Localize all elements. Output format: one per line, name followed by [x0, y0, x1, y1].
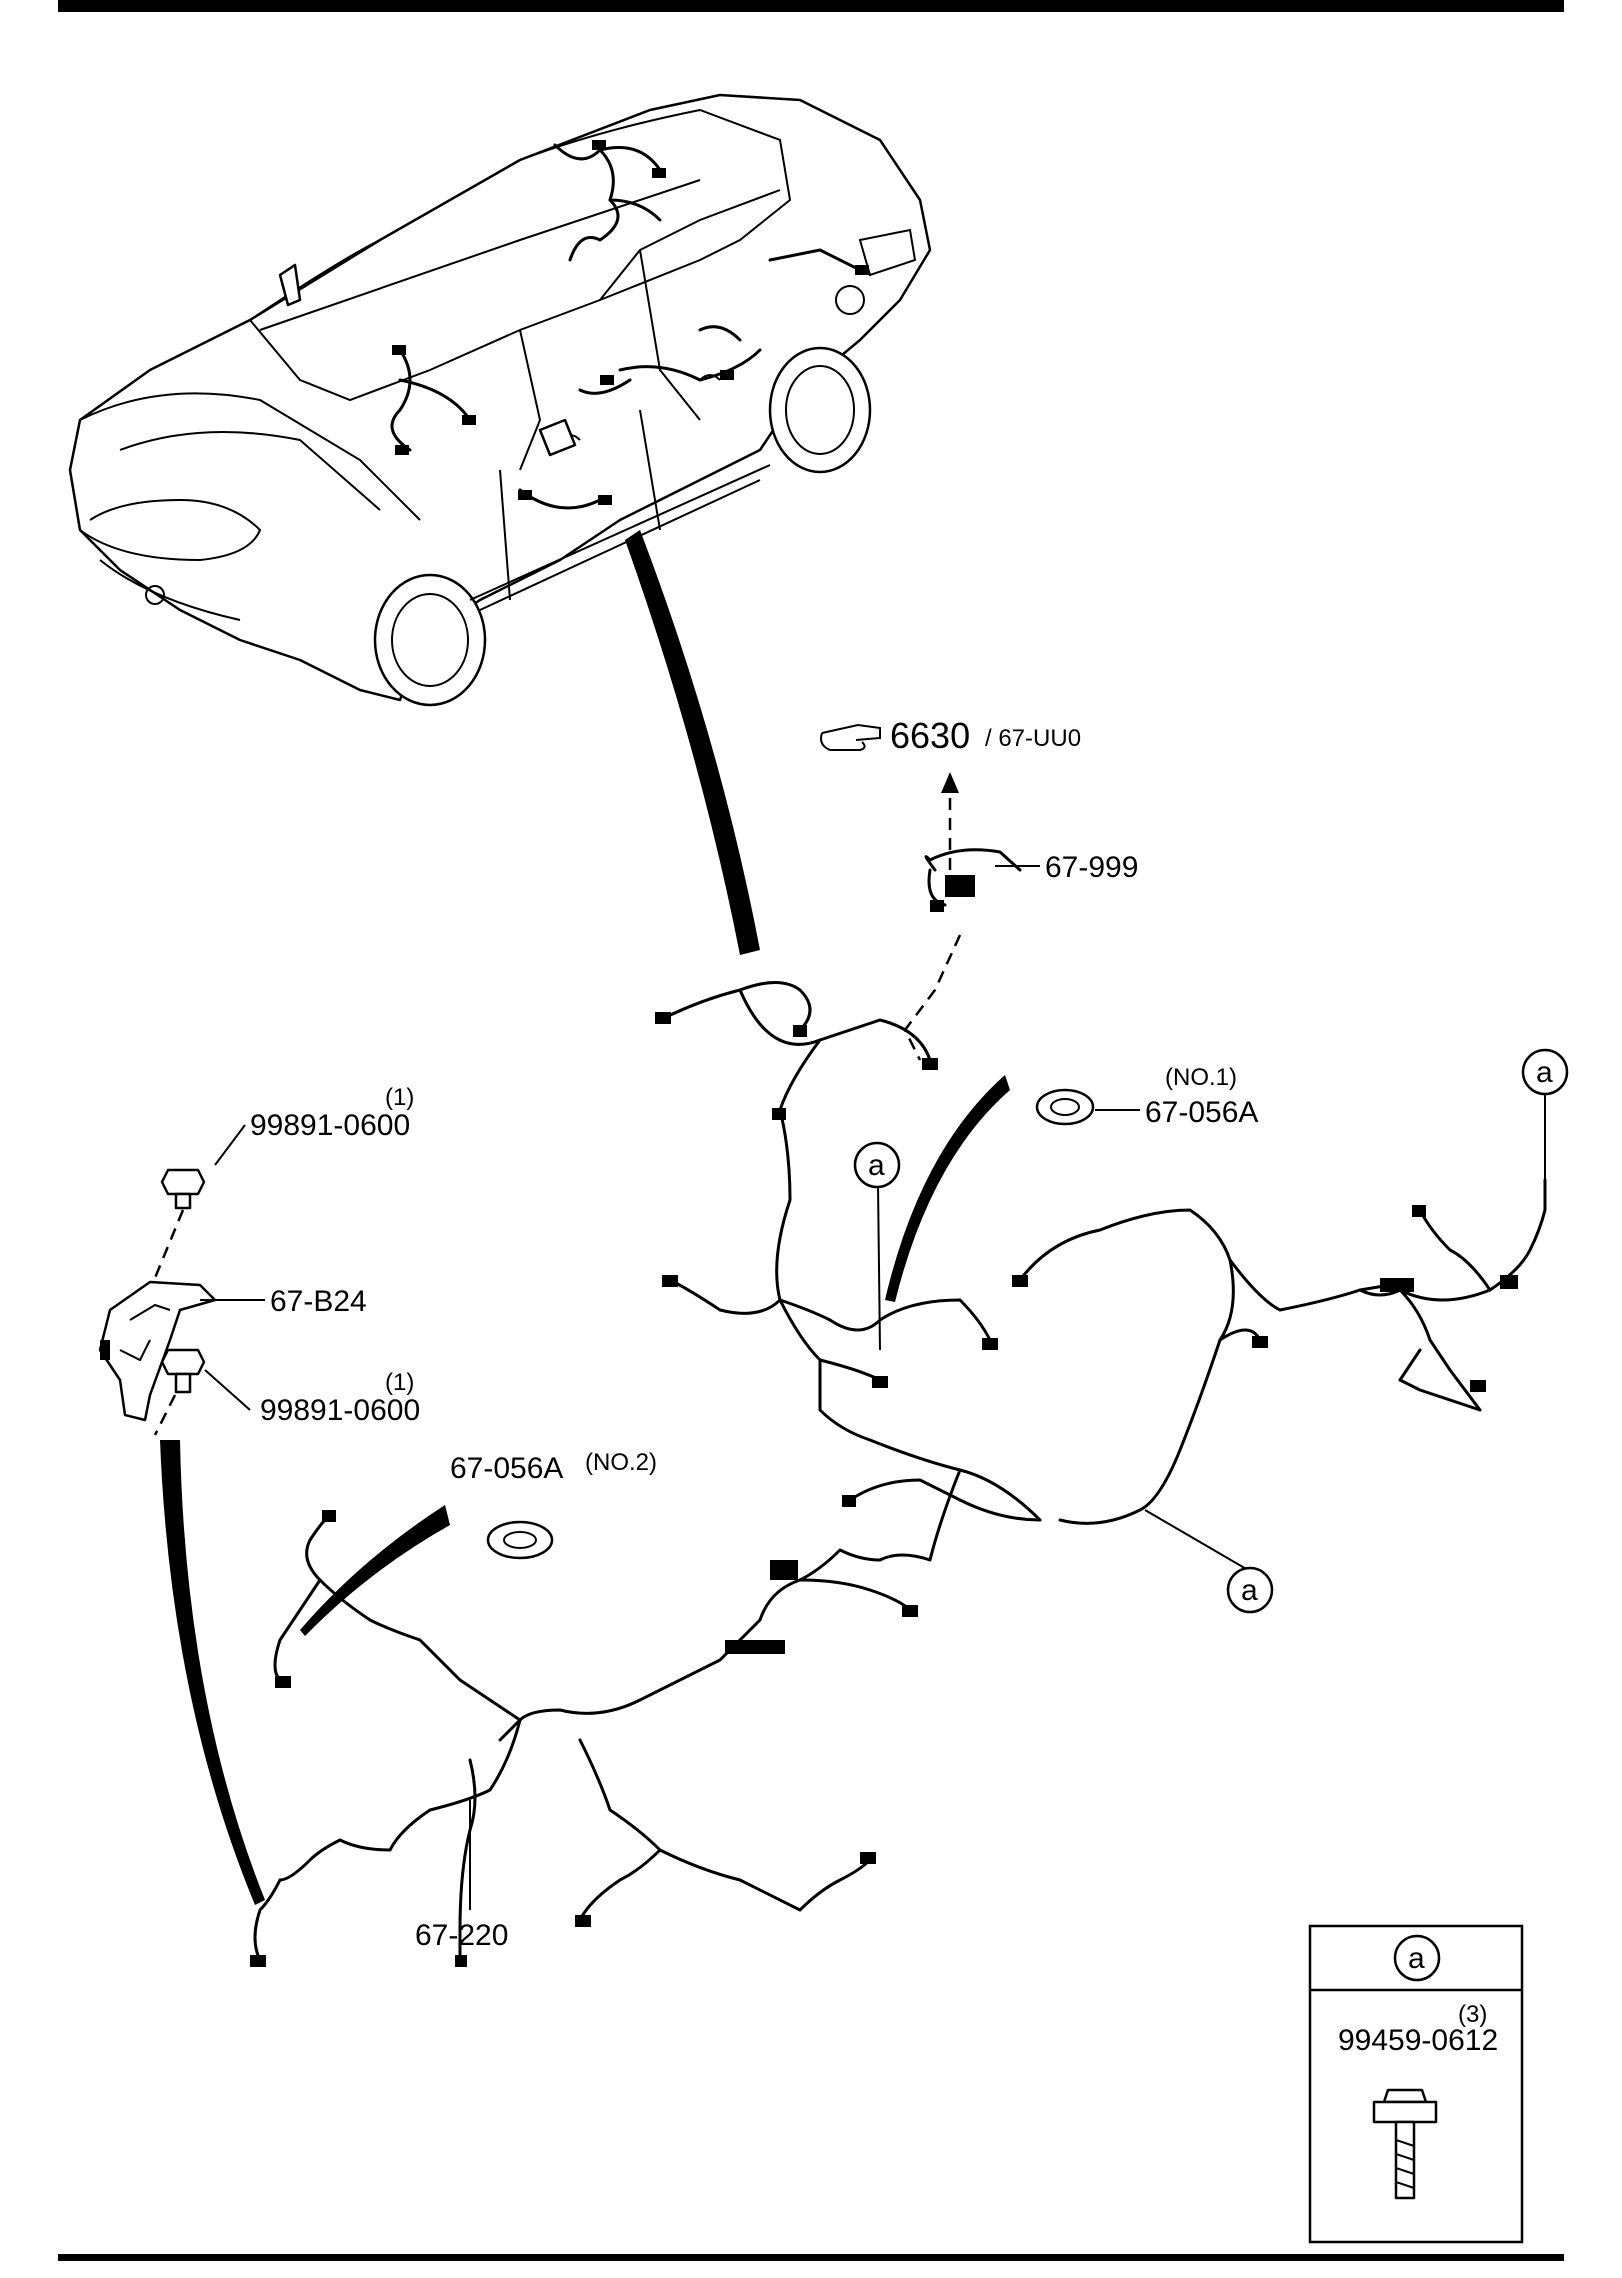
label-67-999: 67-999	[1045, 851, 1138, 884]
grommet-no1	[1035, 1088, 1095, 1126]
label-harness: 67-220	[415, 1919, 508, 1952]
label-grommet-no1-qty: (NO.1)	[1165, 1064, 1237, 1091]
callout-a-middle: a	[853, 1141, 901, 1351]
svg-text:a: a	[1536, 1056, 1553, 1089]
section-reference[interactable]: 6630 / 67-UU0	[820, 715, 1081, 756]
section-part: / 67-UU0	[985, 725, 1081, 752]
bracket-67-b24	[98, 1280, 217, 1422]
wedge-bracket-to-harness	[160, 1440, 265, 1905]
label-bolt-top-qty: (1)	[385, 1084, 414, 1111]
top-rule	[58, 0, 1564, 12]
callout-a-right: a	[1521, 1048, 1569, 1180]
svg-text:a: a	[868, 1149, 885, 1182]
label-grommet-no1: 67-056A	[1145, 1096, 1258, 1129]
wedge-car-to-harness	[625, 530, 760, 955]
part-67-999	[924, 848, 1022, 912]
legend-part-number: 99459-0612	[1338, 2024, 1498, 2057]
legend-callout-circle	[1393, 1934, 1441, 1982]
legend-box: a (3) 99459-0612	[1308, 1924, 1524, 2244]
label-grommet-no2: 67-056A	[450, 1452, 563, 1485]
car-illustration	[68, 93, 932, 707]
label-grommet-no2-qty: (NO.2)	[585, 1449, 657, 1476]
wedge-grommet-no2	[300, 1505, 450, 1636]
bolt-bottom	[160, 1348, 206, 1394]
flange-bolt-icon	[1372, 2088, 1438, 2200]
grommet-no2	[486, 1520, 554, 1560]
label-bolt-top: 99891-0600	[250, 1109, 410, 1142]
wedge-grommet-no1	[885, 1075, 1010, 1302]
callout-a-lower: a	[1144, 1509, 1274, 1614]
legend-letter: a	[1408, 1942, 1425, 1975]
harness-67-220	[250, 981, 1547, 1967]
bolt-top	[160, 1168, 206, 1210]
label-bracket: 67-B24	[270, 1285, 367, 1318]
bottom-rule	[58, 2254, 1564, 2261]
svg-text:a: a	[1241, 1574, 1258, 1607]
label-bolt-bottom: 99891-0600	[260, 1394, 420, 1427]
section-number: 6630	[890, 715, 970, 756]
pointing-hand-icon	[820, 723, 881, 751]
label-bolt-bottom-qty: (1)	[385, 1369, 414, 1396]
legend-part-qty: (3)	[1458, 2001, 1487, 2028]
